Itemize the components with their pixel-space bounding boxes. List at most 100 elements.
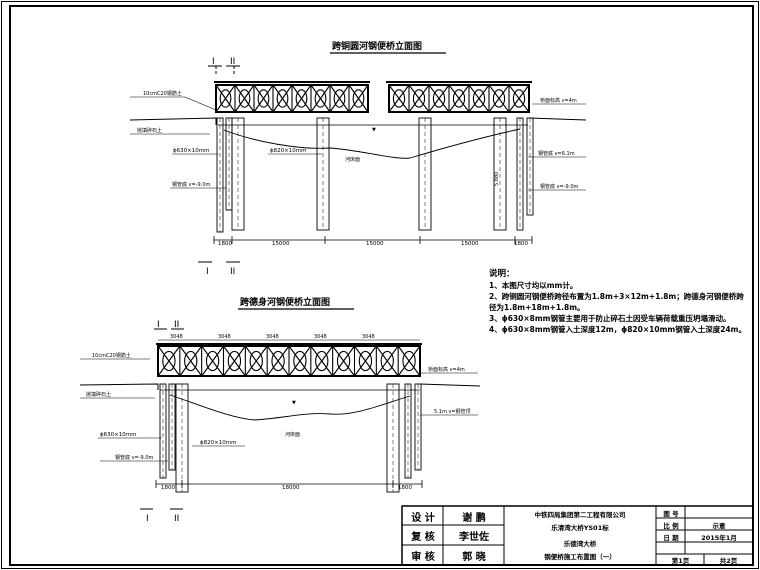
truss-diagonal xyxy=(375,345,399,377)
truss-diagonal xyxy=(354,345,377,377)
top-riverbed xyxy=(223,128,521,159)
company-name: 中铁四局集团第二工程有限公司 xyxy=(534,511,626,519)
sheet-number: 第1页 xyxy=(671,557,690,565)
truss-panel-ring xyxy=(295,89,308,108)
span-label: 3048 xyxy=(266,334,279,340)
truss-panel-ring xyxy=(184,350,198,372)
top-label-right-pile: 钢管底 v=6.1m xyxy=(538,150,575,157)
drawing-no-label: 图 号 xyxy=(663,509,679,518)
note-item: 4、ϕ630×8mm钢管入土深度12m，ϕ820×10mm钢管入土深度24m。 xyxy=(489,325,746,334)
top-label-right-level: 桥面标高 v=4m xyxy=(540,97,577,104)
truss-panel-ring xyxy=(512,89,526,108)
truss-diagonal xyxy=(329,84,350,113)
top-vertical-dim: 5.880 xyxy=(494,172,500,186)
truss-panel-ring xyxy=(492,89,506,108)
top-title: 跨铜圆河钢便桥立面图 xyxy=(332,40,422,52)
bottom-dim-2: 18000 xyxy=(282,485,300,491)
truss-diagonal xyxy=(215,84,236,113)
top-label-deck: 10cmC20钢筋土 xyxy=(143,90,182,97)
truss-diagonal xyxy=(332,345,355,377)
truss-diagonal xyxy=(244,345,268,377)
truss-diagonal xyxy=(348,84,369,113)
truss-panel-ring xyxy=(249,350,263,372)
truss-diagonal xyxy=(397,345,421,377)
bottom-title: 跨德身河钢便桥立面图 xyxy=(240,296,330,308)
truss-diagonal xyxy=(508,84,530,113)
truss-panel-ring xyxy=(314,89,327,108)
review-label: 复 核 xyxy=(411,532,435,543)
bottom-label-right-pile: 5.1m v=钢管顶 xyxy=(434,408,471,415)
truss-diagonal xyxy=(310,345,334,377)
design-name: 谢 鹏 xyxy=(462,512,486,524)
bottom-label-pipe630: ϕ630×10mm xyxy=(100,432,136,438)
bridge-name: 乐德湾大桥 xyxy=(563,540,597,548)
truss-diagonal xyxy=(388,84,410,113)
bottom-section-mark-1: I xyxy=(157,320,160,330)
bottom-label-riverbed: 河床面 xyxy=(285,431,300,438)
top-label-pipe630: ϕ630×10mm xyxy=(173,148,209,154)
truss-diagonal xyxy=(157,345,181,377)
truss-panel-ring xyxy=(333,89,346,108)
top-ground-left xyxy=(129,117,217,125)
bottom-riverbed xyxy=(169,394,411,421)
truss-panel-ring xyxy=(219,89,232,108)
approve-label: 审 核 xyxy=(411,552,435,563)
section-mark-1: I xyxy=(212,57,215,67)
bottom-label-pipe-bottom: 钢管底 v=-9.0m xyxy=(115,454,153,461)
bottom-label-right-level: 桥面标高 v=4m xyxy=(428,366,465,373)
review-name: 李世佐 xyxy=(459,532,489,543)
truss-diagonal xyxy=(288,345,312,377)
truss-panel-ring xyxy=(380,350,394,372)
section-mark-2: II xyxy=(230,57,235,67)
truss-panel-ring xyxy=(402,350,416,372)
span-label: 3048 xyxy=(362,334,375,340)
truss-panel-ring xyxy=(238,89,251,108)
truss-diagonal xyxy=(468,84,490,113)
notes-block: 说明： 1、本图尺寸均以mm计。 2、跨铜圆河钢便桥跨径布置为1.8m+3×12… xyxy=(489,269,749,335)
truss-panel-ring xyxy=(276,89,289,108)
sheet-total: 共2页 xyxy=(719,557,738,565)
top-label-pipe-bottom: 钢管底 v=-9.0m xyxy=(172,181,210,188)
date-label: 日 期 xyxy=(663,533,679,542)
truss-diagonal xyxy=(179,345,203,377)
truss-panel-ring xyxy=(205,350,220,372)
truss-panel-ring xyxy=(432,89,446,108)
project-name: 乐清湾大桥YS01标 xyxy=(551,524,609,532)
truss-diagonal xyxy=(291,84,312,113)
truss-panel-ring xyxy=(293,350,307,372)
bottom-section-mark-bottom-1: I xyxy=(146,514,149,524)
drawing-name: 钢便桥施工布置图（一） xyxy=(544,553,616,561)
truss-diagonal xyxy=(488,84,510,113)
bottom-section-mark-bottom-2: II xyxy=(174,514,179,524)
truss-panel-ring xyxy=(412,89,426,108)
truss-panel-ring xyxy=(257,89,270,108)
bottom-label-deck: 10cmC20钢筋土 xyxy=(92,352,131,359)
note-item: 3、ϕ630×8mm钢管主要用于防止碎石土因受车辆荷载重压坍塌滑动。 xyxy=(489,314,731,323)
truss-panel-ring xyxy=(227,350,242,372)
bottom-dim-1: 1800 xyxy=(161,485,175,491)
truss-panel-ring xyxy=(271,350,285,372)
scale-label: 比 例 xyxy=(663,521,679,530)
bottom-section-mark-2: II xyxy=(174,320,179,330)
top-label-riverbed: 河床面 xyxy=(345,156,360,163)
truss-panel-ring xyxy=(315,350,329,372)
scale-value: 示意 xyxy=(712,521,726,530)
span-label: 3048 xyxy=(314,334,327,340)
top-section-mark-bottom-2: II xyxy=(230,267,235,277)
note-item: 1、本图尺寸均以mm计。 xyxy=(489,281,578,290)
bottom-water-mark: ▼ xyxy=(292,400,296,406)
truss-diagonal xyxy=(408,84,430,113)
truss-diagonal xyxy=(223,345,246,377)
top-label-pipe820: ϕ820×10mm xyxy=(270,148,306,154)
truss-panel-ring xyxy=(472,89,486,108)
top-elevation: 跨铜圆河钢便桥立面图 I II 10cmC20钢筋土 抛填碎石土 ϕ630×10… xyxy=(129,40,587,277)
truss-panel-ring xyxy=(358,350,373,372)
top-water-mark: ▼ xyxy=(372,127,376,133)
top-ground-right xyxy=(528,117,587,121)
inner-border xyxy=(9,5,754,566)
top-section-mark-bottom-1: I xyxy=(206,267,209,277)
date-value: 2015年1月 xyxy=(701,533,737,542)
